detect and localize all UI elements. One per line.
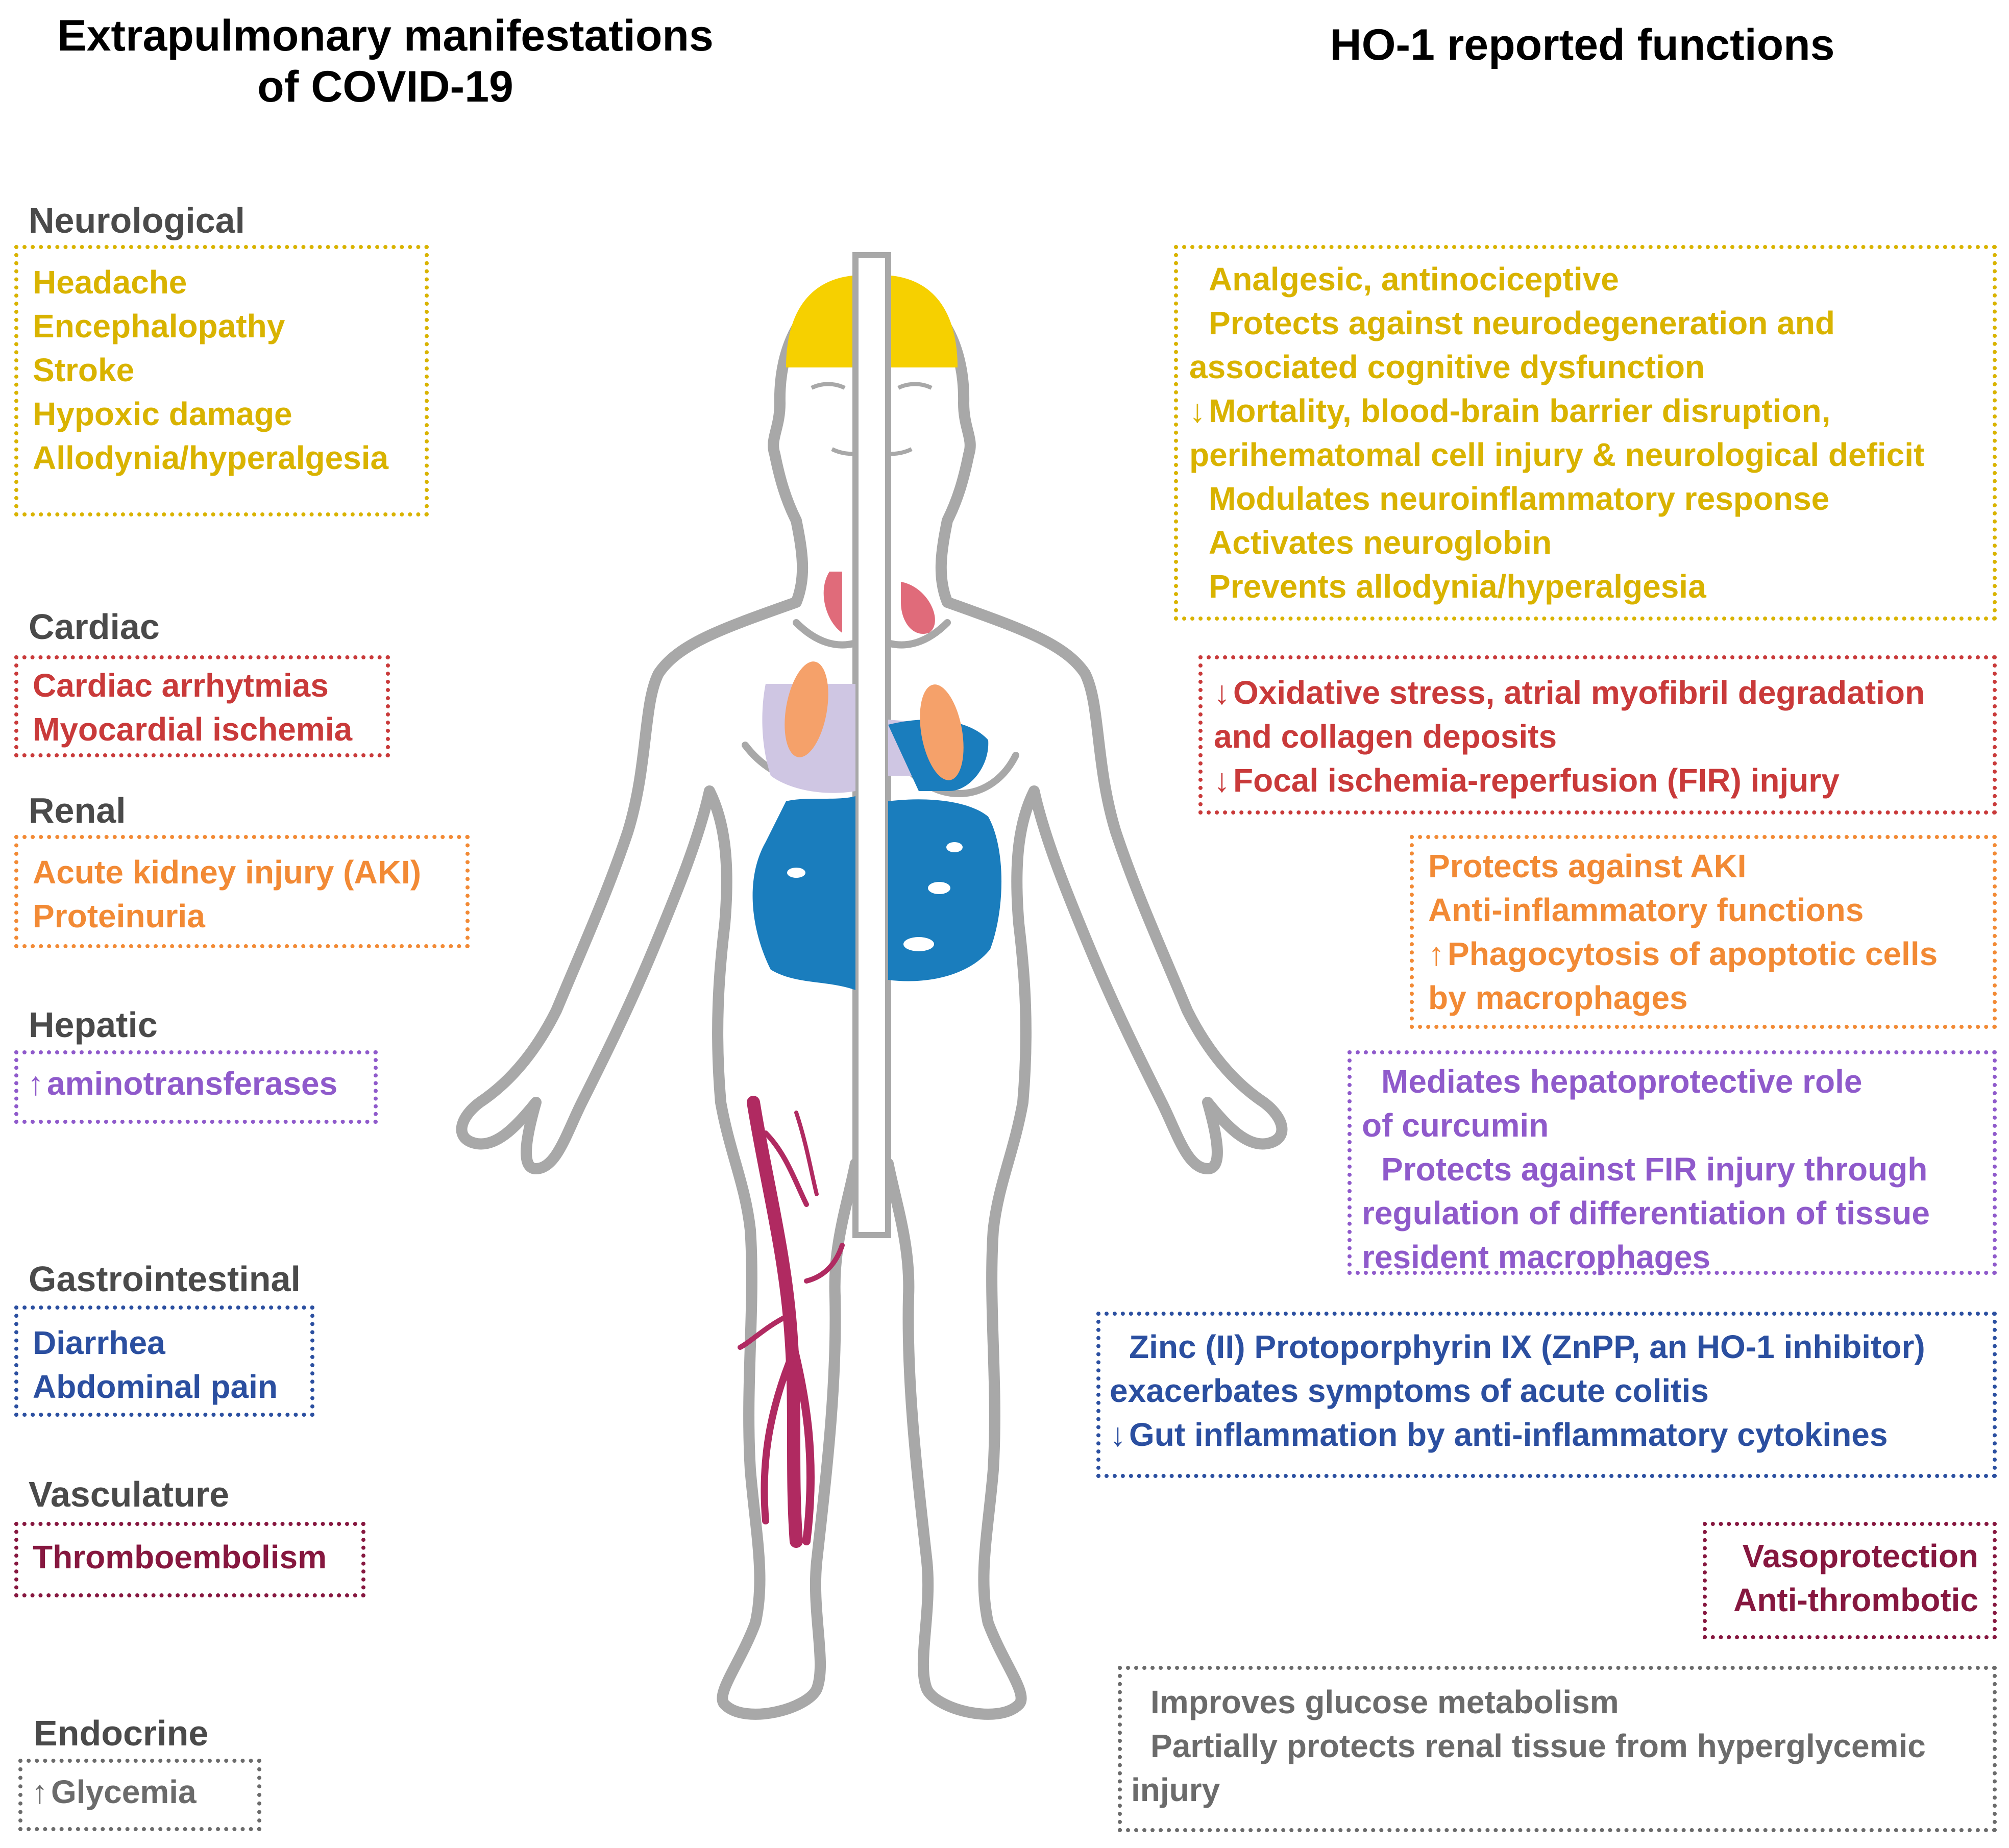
function-item: injury [1131, 1771, 1220, 1808]
body-outline-right [883, 280, 1288, 1720]
cardiac-manifestations-box: Cardiac arrhytmias Myocardial ischemia [14, 655, 390, 757]
blood-vessels-icon [738, 1096, 845, 1548]
endocrine-manifestations-box: ↑Glycemia [18, 1759, 261, 1831]
left-title-line-2: of COVID-19 [257, 62, 513, 111]
label-vasculature: Vasculature [29, 1474, 229, 1514]
brain-right-icon [891, 276, 958, 367]
label-endocrine: Endocrine [34, 1713, 209, 1753]
function-text: Mortality, blood-brain barrier disruptio… [1209, 392, 1831, 429]
function-item: ↓Oxidative stress, atrial myofibril degr… [1214, 671, 1978, 714]
label-neurological: Neurological [29, 201, 245, 240]
cardiac-functions-box: ↓Oxidative stress, atrial myofibril degr… [1198, 655, 1997, 815]
manifestation-item: Headache [33, 264, 187, 301]
right-title: HO-1 reported functions [1330, 20, 1835, 69]
label-renal: Renal [29, 791, 126, 830]
manifestation-item: Stroke [33, 352, 135, 388]
arrow-up-icon: ↑ [28, 1065, 44, 1102]
function-item: perihematomal cell injury & neurological… [1189, 436, 1925, 473]
manifestation-item: Acute kidney injury (AKI) [33, 854, 421, 891]
label-gastrointestinal: Gastrointestinal [29, 1259, 301, 1299]
clavicle-right [885, 619, 951, 649]
hepatic-functions-box: Mediates hepatoprotective role of curcum… [1348, 1050, 1997, 1275]
function-item: regulation of differentiation of tissue [1362, 1195, 1930, 1231]
endocrine-functions-box: Improves glucose metabolism Partially pr… [1118, 1666, 1997, 1832]
gi-functions-box: Zinc (II) Protoporphyrin IX (ZnPP, an HO… [1096, 1312, 1997, 1478]
function-item: exacerbates symptoms of acute colitis [1110, 1372, 1709, 1409]
function-item: Prevents allodynia/hyperalgesia [1209, 568, 1706, 605]
left-title: Extrapulmonary manifestations of COVID-1… [10, 10, 761, 112]
function-item: Partially protects renal tissue from hyp… [1150, 1728, 1926, 1764]
eye-left [811, 382, 846, 390]
function-item: ↑Phagocytosis of apoptotic cells [1428, 932, 1978, 976]
arrow-up-icon: ↑ [1428, 935, 1444, 972]
mouth [831, 447, 913, 456]
manifestation-item: Diarrhea [33, 1324, 165, 1361]
body-outline-left [456, 280, 861, 1720]
eye-right [897, 382, 933, 390]
manifestation-item: Hypoxic damage [33, 396, 292, 432]
manifestation-item: Encephalopathy [33, 308, 285, 344]
function-item: ↓Gut inflammation by anti-inflammatory c… [1110, 1413, 1978, 1457]
manifestation-text: Glycemia [51, 1773, 197, 1810]
label-cardiac: Cardiac [29, 607, 160, 647]
kidney-left-icon [785, 661, 828, 757]
heart-left-icon [823, 572, 842, 633]
function-item: Protects against AKI [1428, 848, 1747, 884]
manifestation-text: aminotransferases [47, 1065, 338, 1102]
manifestation-item: ↑aminotransferases [28, 1062, 359, 1105]
arrow-down-icon: ↓ [1214, 762, 1230, 799]
function-item: ↓Mortality, blood-brain barrier disrupti… [1189, 389, 1978, 433]
intestine-left-icon [752, 796, 855, 990]
manifestation-item: Abdominal pain [33, 1368, 278, 1405]
vasculature-manifestations-box: Thromboembolism [14, 1522, 365, 1597]
manifestation-item: Myocardial ischemia [33, 711, 353, 748]
human-body-illustration [456, 252, 1288, 1720]
manifestation-item: Cardiac arrhytmias [33, 667, 329, 704]
function-item: associated cognitive dysfunction [1189, 349, 1705, 385]
hepatic-manifestations-box: ↑aminotransferases [14, 1050, 378, 1124]
function-item: resident macrophages [1362, 1239, 1710, 1275]
neurological-functions-box: Analgesic, antinociceptive Protects agai… [1174, 245, 1997, 621]
arrow-down-icon: ↓ [1189, 392, 1206, 429]
function-text: Gut inflammation by anti-inflammatory cy… [1129, 1416, 1888, 1453]
neurological-manifestations-box: Headache Encephalopathy Stroke Hypoxic d… [14, 245, 429, 516]
function-item: Protects against FIR injury through [1381, 1151, 1928, 1188]
function-item: Modulates neuroinflammatory response [1209, 480, 1830, 517]
function-text: Focal ischemia-reperfusion (FIR) injury [1233, 762, 1840, 799]
clavicle-left [793, 619, 859, 649]
function-item: Anti-thrombotic [1733, 1582, 1978, 1618]
function-item: ↓Focal ischemia-reperfusion (FIR) injury [1214, 758, 1978, 802]
gi-manifestations-box: Diarrhea Abdominal pain [14, 1305, 314, 1417]
heart-right-icon [901, 582, 935, 634]
center-divider [852, 252, 891, 1238]
function-item: of curcumin [1362, 1107, 1549, 1144]
renal-functions-box: Protects against AKI Anti-inflammatory f… [1410, 835, 1997, 1029]
arrow-down-icon: ↓ [1214, 674, 1230, 711]
function-item: Analgesic, antinociceptive [1209, 261, 1619, 298]
manifestation-item: ↑Glycemia [32, 1770, 243, 1814]
label-hepatic: Hepatic [29, 1005, 158, 1045]
function-item: by macrophages [1428, 979, 1688, 1016]
function-item: Protects against neurodegeneration and [1209, 305, 1835, 341]
function-item: Activates neuroglobin [1209, 524, 1552, 561]
vasculature-functions-box: Vasoprotection Anti-thrombotic [1703, 1522, 1997, 1639]
function-item: Mediates hepatoprotective role [1381, 1063, 1863, 1100]
arrow-down-icon: ↓ [1110, 1416, 1126, 1453]
function-item: Anti-inflammatory functions [1428, 892, 1864, 928]
manifestation-item: Thromboembolism [33, 1539, 327, 1575]
function-text: Phagocytosis of apoptotic cells [1448, 935, 1938, 972]
function-item: and collagen deposits [1214, 718, 1557, 755]
arrow-up-icon: ↑ [32, 1773, 48, 1810]
function-text: Oxidative stress, atrial myofibril degra… [1233, 674, 1925, 711]
brain-left-icon [786, 276, 852, 367]
renal-manifestations-box: Acute kidney injury (AKI) Proteinuria [14, 835, 470, 948]
manifestation-item: Allodynia/hyperalgesia [33, 439, 389, 476]
left-title-line-1: Extrapulmonary manifestations [57, 11, 714, 60]
manifestation-item: Proteinuria [33, 898, 205, 934]
kidney-right-icon [920, 684, 964, 780]
function-item: Vasoprotection [1742, 1538, 1978, 1574]
function-item: Zinc (II) Protoporphyrin IX (ZnPP, an HO… [1129, 1328, 1925, 1365]
function-item: Improves glucose metabolism [1150, 1684, 1619, 1720]
